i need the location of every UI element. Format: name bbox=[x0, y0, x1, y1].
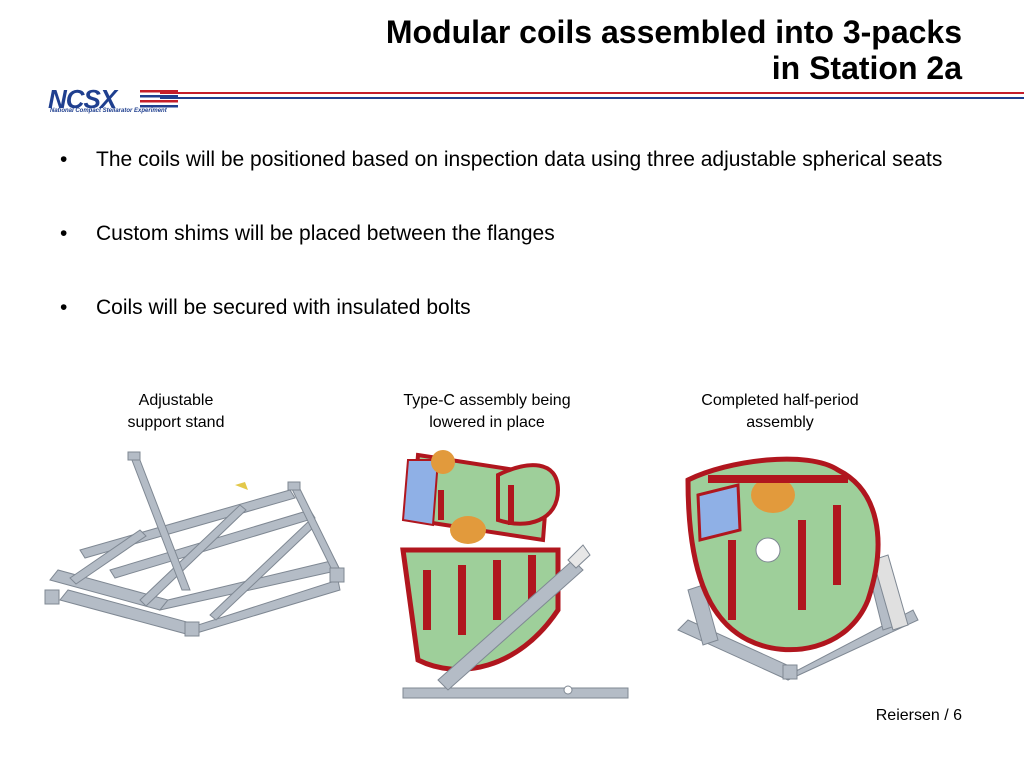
caption-line: support stand bbox=[127, 414, 225, 431]
caption-line: Type-C assembly being bbox=[403, 392, 571, 409]
slide-title: Modular coils assembled into 3-packs in … bbox=[386, 14, 962, 86]
bullet-item: • The coils will be positioned based on i… bbox=[54, 145, 954, 175]
half-period-assembly-image bbox=[677, 456, 919, 681]
caption-support-stand: Adjustable support stand bbox=[96, 390, 256, 434]
caption-line: lowered in place bbox=[429, 414, 545, 431]
title-line-2: in Station 2a bbox=[771, 50, 962, 86]
logo-subtitle: National Compact Stellarator Experiment bbox=[50, 108, 167, 114]
header-rule-red bbox=[160, 92, 1024, 94]
title-line-1: Modular coils assembled into 3-packs bbox=[385, 14, 962, 50]
caption-half-period-assembly: Completed half-period assembly bbox=[670, 390, 890, 434]
bullet-icon: • bbox=[60, 148, 68, 171]
header-rule-blue bbox=[160, 97, 1024, 99]
caption-line: Adjustable bbox=[138, 392, 214, 409]
bullet-item: • Custom shims will be placed between the… bbox=[54, 219, 954, 249]
logo-text: NCSX bbox=[48, 84, 117, 114]
bullet-text: Custom shims will be placed between the … bbox=[96, 222, 555, 245]
type-c-assembly-image bbox=[400, 450, 629, 699]
logo-stripes bbox=[140, 90, 178, 108]
caption-line: Completed half-period bbox=[701, 392, 859, 409]
bullet-item: • Coils will be secured with insulated bo… bbox=[54, 293, 954, 323]
support-stand-image bbox=[44, 451, 345, 637]
caption-line: assembly bbox=[746, 414, 814, 431]
caption-type-c-assembly: Type-C assembly being lowered in place bbox=[372, 390, 602, 434]
ncsx-logo: NCSX National Compact Stellarator Experi… bbox=[48, 84, 178, 118]
footer-page-label: Reiersen / 6 bbox=[875, 707, 962, 724]
bullet-icon: • bbox=[60, 296, 68, 319]
bullet-text: The coils will be positioned based on in… bbox=[96, 148, 943, 171]
bullet-text: Coils will be secured with insulated bol… bbox=[96, 296, 471, 319]
bullet-icon: • bbox=[60, 222, 68, 245]
bullet-list: • The coils will be positioned based on i… bbox=[54, 145, 954, 367]
